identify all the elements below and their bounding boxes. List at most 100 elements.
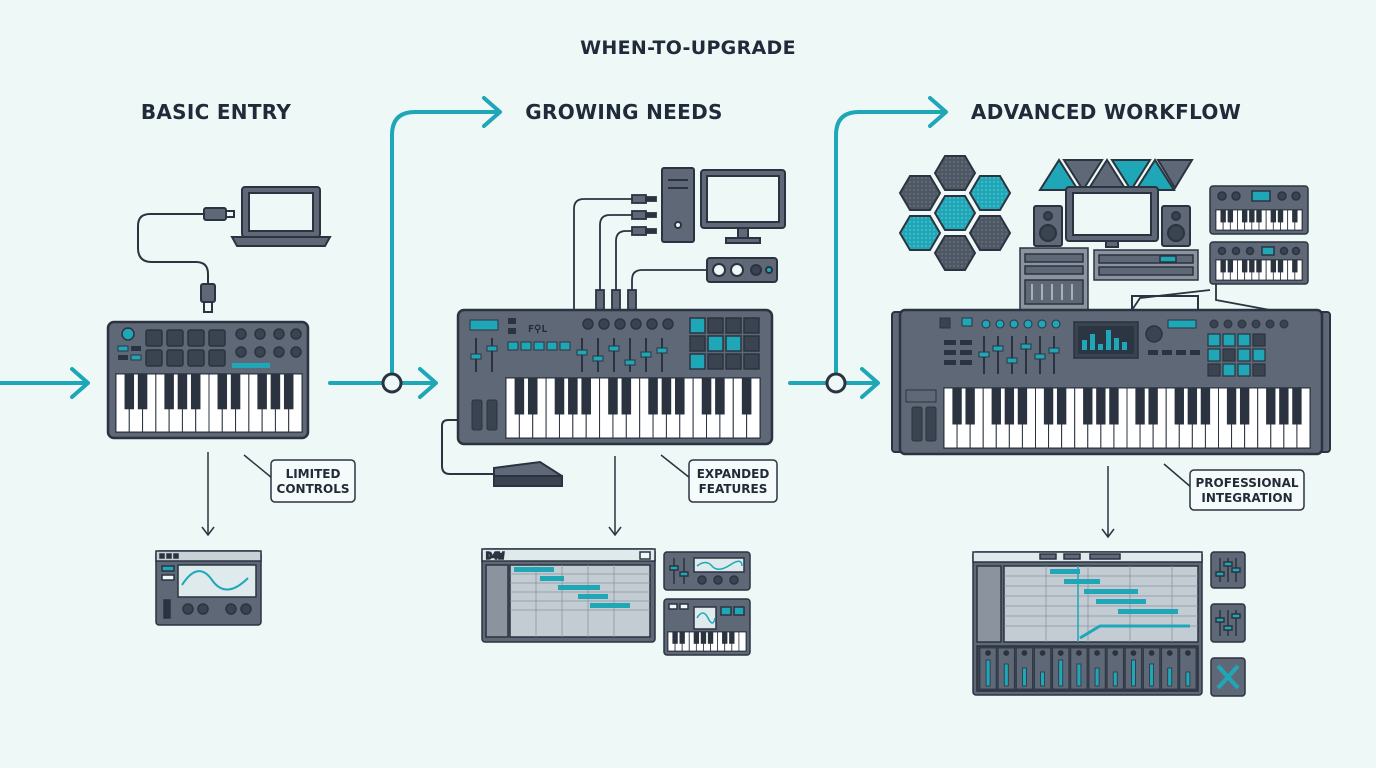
black-key [1270,259,1277,273]
usb-cable-icon [137,207,235,313]
mixer-knob [1039,650,1046,656]
callout-expanded-features: EXPANDED FEATURES [660,454,778,503]
stage-title-basic-entry: BASIC ENTRY [141,100,292,124]
black-key [952,387,962,425]
black-key [1148,387,1158,425]
callout-expanded-line1: EXPANDED [697,467,770,481]
mixer-knob [1076,650,1082,656]
black-key [701,377,712,415]
rack-cables-icon [1131,284,1271,311]
black-key [1270,209,1277,223]
black-key [661,377,672,415]
black-key [1266,387,1276,425]
black-key [1256,259,1262,273]
mixer-knob [1021,650,1028,656]
black-key [257,373,267,410]
black-key [1227,209,1234,223]
mixer-knob [1003,650,1010,656]
daw-label: D4W [486,551,505,562]
mixer-knob [1148,650,1155,656]
upgrade-arrow-1-icon [328,96,502,399]
black-key [1187,387,1198,425]
callout-professional-integration: PROFESSIONAL INTEGRATION [1163,463,1305,511]
black-key [679,631,685,644]
black-key [230,373,241,410]
black-key [608,377,618,415]
black-key [1277,209,1284,223]
mixer-meter [1185,671,1191,687]
black-key [1135,387,1145,425]
black-key [621,377,632,415]
black-key [283,373,294,410]
black-key [965,387,975,425]
basic-midi-controller-icon [106,320,310,440]
black-key [217,373,228,410]
mixer-meter [1131,659,1136,687]
down-arrow-1-icon [201,452,215,537]
tools-icon [1210,657,1246,697]
black-key [1056,387,1067,425]
computer-tower-icon [661,167,695,243]
rack-modules-icon [1019,247,1199,311]
mixer-meter [1094,667,1100,687]
black-key [700,631,707,644]
mixer-meter [1040,671,1045,687]
black-key [648,377,658,415]
black-key [270,373,281,410]
mixer-meter [1167,667,1173,687]
callout-limited-controls: LIMITED CONTROLS [243,454,356,503]
desktop-synth-icon [1209,185,1309,235]
black-key [722,631,728,644]
black-key [707,631,714,644]
black-key [164,373,174,410]
callout-expanded-line2: FEATURES [699,482,768,496]
mixer-meter [1022,667,1027,687]
black-key [1241,209,1248,223]
mixer-strip [1034,647,1052,690]
black-key [1227,259,1234,273]
mixer-knob [1166,650,1173,656]
black-key [1109,387,1119,425]
mixer-knob [1057,650,1064,656]
black-key [1279,387,1289,425]
mixer-meter [1076,663,1082,687]
black-key [672,631,678,644]
black-key [1256,209,1262,223]
keyboard-plugin-icon [663,598,751,656]
black-key [1292,209,1298,223]
black-key [1017,387,1028,425]
laptop-icon [230,186,332,247]
black-key [991,387,1001,425]
black-key [1277,259,1284,273]
black-key [177,373,188,410]
mixer-meter [1112,671,1118,687]
black-key [1249,209,1255,223]
eq-sliders-icon [1210,551,1246,589]
black-key [1241,259,1248,273]
mixer-knob [1112,650,1119,656]
pro-daw-window-icon [972,551,1203,696]
mini-synth-icon [1209,241,1309,285]
black-key [581,377,591,415]
callout-professional-line2: INTEGRATION [1201,491,1292,505]
audio-interface-icon [706,257,778,283]
callout-limited-line1: LIMITED [286,467,341,481]
black-key [1220,209,1226,223]
mid-controller-label: F⚲L [528,324,547,335]
upgrade-arrow-2-icon [788,96,948,399]
daw-window-icon: D4W [481,548,656,643]
black-key [1174,387,1184,425]
black-key [675,377,685,415]
black-key [514,377,525,415]
white-key [738,631,747,652]
mixer-meter [1003,663,1009,687]
mixer-meter [1149,663,1154,687]
sustain-pedal-icon [441,419,563,487]
black-key [729,631,735,644]
black-key [715,377,725,415]
studio-display-icon [1065,186,1159,248]
stage-title-growing-needs: GROWING NEEDS [525,100,722,124]
advanced-midi-controller-icon [891,308,1331,456]
black-key [1239,387,1250,425]
